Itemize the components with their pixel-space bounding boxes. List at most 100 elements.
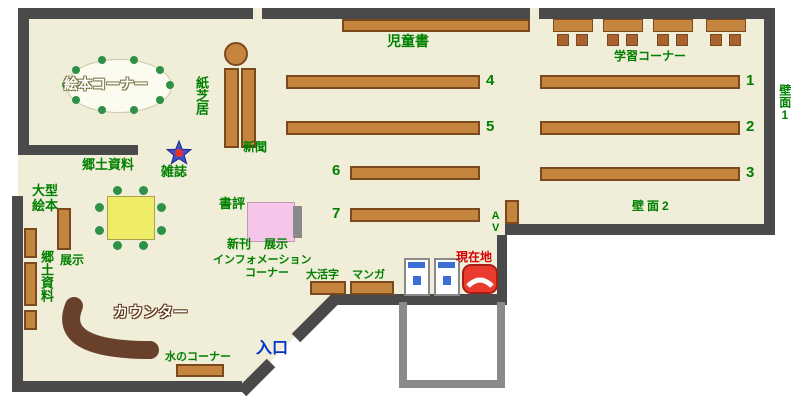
label-counter: カウンター: [113, 304, 189, 321]
shelf-number-5: 5: [486, 118, 495, 135]
chair-dot: [113, 241, 122, 250]
chair-dot: [139, 241, 148, 250]
chair-dot: [95, 203, 104, 212]
wall-top-1: [28, 8, 253, 19]
children-books-shelf: [342, 19, 530, 32]
shelf-number-4: 4: [486, 72, 495, 89]
desk-chair: [657, 34, 669, 46]
wall-right: [764, 8, 775, 235]
kamishibai-shelf-2: [241, 68, 256, 148]
label-manga: マンガ: [352, 269, 385, 281]
manga-shelf: [350, 281, 394, 295]
wall-bottom-left: [12, 381, 242, 392]
shelf-number-1: 1: [746, 72, 755, 89]
stairwell-bottom: [399, 380, 505, 388]
current-location-marker: [462, 264, 498, 294]
wall-left-lower: [12, 196, 23, 392]
local-materials-shelf-1: [24, 228, 37, 258]
wall-top-3: [539, 8, 775, 19]
water-corner-shelf: [176, 364, 224, 377]
desk-chair: [576, 34, 588, 46]
stool: [224, 42, 248, 66]
label-study-corner: 学習コーナー: [614, 49, 687, 63]
label-magazine: 雑誌: [161, 164, 188, 179]
desk-chair: [557, 34, 569, 46]
desk-chair: [626, 34, 638, 46]
desk-chair: [710, 34, 722, 46]
terminal-icon: [434, 258, 460, 296]
chair-dot: [139, 186, 148, 195]
desk-top: [603, 19, 643, 32]
chair-dot: [72, 96, 80, 104]
label-exhibit: 展示: [60, 253, 85, 267]
shelf-number-3: 3: [746, 164, 755, 181]
chair-dot: [98, 106, 106, 114]
chair-dot: [130, 106, 138, 114]
label-picture-book-corner: 絵本コーナー: [64, 76, 148, 92]
desk-chair: [607, 34, 619, 46]
terminal-screen: [408, 262, 425, 268]
wall-bottom-right: [505, 224, 775, 235]
stairwell-right: [497, 302, 505, 388]
chair-dot: [157, 203, 166, 212]
label-av: AV: [489, 210, 502, 234]
desk-chair: [676, 34, 688, 46]
entrance-wall-right: [291, 295, 339, 343]
label-water-corner: 水のコーナー: [165, 351, 231, 363]
study-desk-1: [553, 19, 593, 49]
shelf-number-7: 7: [332, 205, 341, 222]
local-materials-shelf-3: [24, 310, 37, 330]
counter-desk: [62, 297, 159, 359]
label-large-picture-books-line1: 大型: [32, 183, 59, 198]
large-print-shelf: [310, 281, 346, 295]
study-desk-2: [603, 19, 643, 49]
label-information-line1: インフォメーション: [213, 254, 312, 266]
magazine-star-icon: [166, 140, 192, 165]
local-materials-shelf-2: [24, 262, 37, 306]
chair-dot: [166, 81, 174, 89]
label-wall-2: 壁面2: [632, 199, 672, 213]
label-book-review: 書評: [219, 196, 246, 211]
shelf-3: [540, 167, 740, 181]
picture-book-table: [66, 59, 172, 113]
label-information-line2: コーナー: [245, 267, 289, 279]
shelf-4: [286, 75, 480, 89]
chair-dot: [95, 226, 104, 235]
shelf-2: [540, 121, 740, 135]
chair-dot: [72, 66, 80, 74]
chair-dot: [113, 186, 122, 195]
label-large-print: 大活字: [306, 269, 339, 281]
label-kamishibai: 紙芝居: [193, 76, 209, 115]
floor-area: [18, 8, 775, 392]
shelf-number-6: 6: [332, 162, 341, 179]
shelf-7: [350, 208, 480, 222]
wall-left-top: [18, 8, 29, 148]
desk-top: [553, 19, 593, 32]
terminal-button: [413, 276, 421, 285]
label-new-arrivals: 新刊: [227, 237, 252, 251]
chair-dot: [156, 66, 164, 74]
shelf-5: [286, 121, 480, 135]
shelf-6: [350, 166, 480, 180]
wall-top-2: [262, 8, 530, 19]
label-exhibit-2: 展示: [264, 237, 289, 251]
chair-dot: [130, 56, 138, 64]
entrance-wall-left: [237, 358, 276, 397]
desk-top: [706, 19, 746, 32]
wall-under-picture-book-room: [18, 145, 138, 155]
chair-dot: [62, 81, 70, 89]
stairwell-left: [399, 302, 407, 388]
chair-dot: [157, 226, 166, 235]
study-desk-3: [653, 19, 693, 49]
terminal-icon: [404, 258, 430, 296]
label-local-materials-side: 郷土資料: [38, 250, 54, 302]
terminal-button: [443, 276, 451, 285]
large-picture-books-shelf: [57, 208, 71, 250]
desk-chair: [729, 34, 741, 46]
label-newspaper: 新聞: [243, 140, 268, 154]
label-local-materials: 郷土資料: [82, 157, 135, 172]
kamishibai-shelf-1: [224, 68, 239, 148]
wall-mid-bottom: [330, 294, 507, 305]
